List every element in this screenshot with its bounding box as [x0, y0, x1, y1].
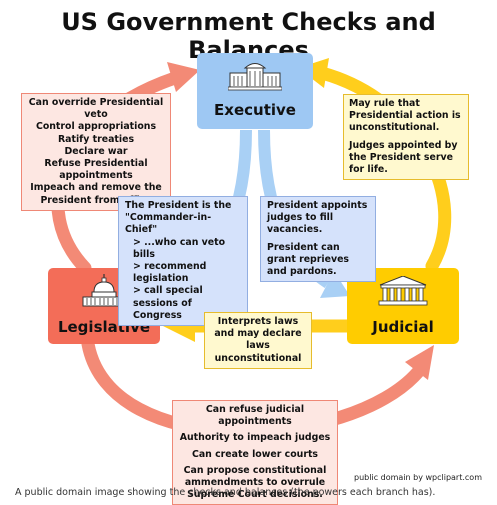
credit-text: public domain by wpclipart.com [354, 473, 482, 482]
power-item: Declare war [64, 145, 128, 157]
legislative-over-executive-box: Can override Presidential veto Control a… [21, 93, 171, 211]
judicial-over-legislative-box: Interprets laws and may declare laws unc… [204, 312, 312, 369]
power-item: > ...who can veto bills [133, 236, 226, 260]
capitol-icon [82, 274, 126, 307]
power-item: Authority to impeach judges [179, 432, 331, 444]
power-item: Control appropriations [35, 121, 157, 133]
power-item: Interprets laws and may declare laws unc… [214, 316, 302, 364]
courthouse-icon [378, 276, 428, 306]
legislative-over-judicial-box: Can refuse judicial appointments Authori… [172, 400, 338, 505]
judicial-label: Judicial [372, 318, 434, 336]
power-item: > call special sessions of Congress [133, 285, 203, 321]
judicial-over-executive-box: May rule that Presidential action is unc… [343, 94, 469, 181]
power-item: Impeach and remove the President from of… [30, 182, 162, 206]
arrowhead-legislative-to-executive [167, 62, 200, 92]
executive-over-judicial-box: President appoints judges to fill vacanc… [260, 196, 376, 283]
executive-over-legislative-box: The President is the "Commander-in-Chief… [118, 196, 248, 327]
power-item: Can propose constitutional ammendments t… [183, 464, 327, 501]
power-item: Can create lower courts [191, 448, 319, 460]
power-item: > recommend legislation [133, 261, 207, 285]
power-item: Judges appointed by the President serve … [349, 139, 458, 176]
arrowhead-executive-to-judicial [320, 271, 350, 298]
image-caption: A public domain image showing the checks… [15, 487, 436, 498]
power-item: Can override Presidential veto [28, 97, 164, 121]
power-heading: The President is the "Commander-in-Chief… [125, 200, 232, 236]
power-item: President can grant reprieves and pardon… [267, 241, 350, 278]
executive-label: Executive [214, 101, 296, 119]
executive-box: Executive [197, 53, 313, 129]
arrowhead-legislative-to-judicial [405, 345, 434, 380]
power-item: May rule that Presidential action is unc… [349, 98, 461, 134]
power-item: President appoints judges to fill vacanc… [267, 200, 368, 236]
white-house-icon [228, 63, 282, 91]
power-item: Can refuse judicial appointments [205, 404, 305, 428]
power-item: Ratify treaties [57, 133, 135, 145]
power-item: Refuse Presidential appointments [44, 158, 148, 182]
